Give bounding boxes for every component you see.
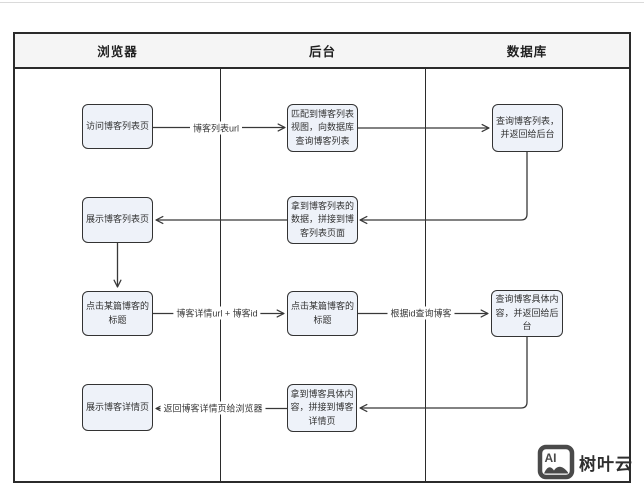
node-query-blog-list: 查询博客列表，并返回给后台: [492, 104, 563, 152]
edge-label-query-by-id: 根据id查询博客: [387, 306, 455, 320]
watermark: AI 树叶云: [537, 443, 633, 481]
edge-label-blog-list-url: 博客列表url: [189, 121, 243, 135]
lane-divider-2: [424, 34, 426, 481]
lane-header-row: 浏览器 后台 数据库: [15, 34, 629, 69]
node-get-blog-content: 拿到博客具体内容，拼接到博客详情页: [287, 384, 357, 432]
edge-querycontent-to-getcontent: [359, 337, 528, 413]
node-get-list-data: 拿到博客列表的数据，拼接到博客列表页面: [287, 196, 358, 244]
lane-title-database: 数据库: [506, 45, 548, 59]
edge-label-blog-detail-url: 博客详情url + 博客id: [173, 306, 261, 320]
edge-querylist-to-getlist: [359, 152, 528, 225]
watermark-brand: 树叶云: [579, 454, 633, 474]
lane-title-backend: 后台: [308, 45, 336, 59]
ai-image-icon: AI: [537, 444, 575, 480]
node-show-blog-detail: 展示博客详情页: [82, 384, 153, 431]
node-match-list-view: 匹配到博客列表视图，向数据库查询博客列表: [287, 104, 358, 152]
node-visit-blog-list: 访问博客列表页: [82, 104, 153, 149]
lane-title-browser: 浏览器: [97, 45, 138, 59]
node-show-blog-list: 展示博客列表页: [82, 197, 153, 243]
node-query-blog-content: 查询博客具体内容，并返回给后台: [491, 290, 563, 337]
edge-label-return-detail-page: 返回博客详情页给浏览器: [160, 401, 266, 415]
top-divider: [0, 2, 644, 3]
watermark-icon-text: AI: [545, 451, 557, 465]
lane-divider-1: [219, 34, 221, 481]
node-click-title-browser: 点击某篇博客的标题: [82, 291, 153, 336]
node-click-title-backend: 点击某篇博客的标题: [287, 291, 358, 336]
